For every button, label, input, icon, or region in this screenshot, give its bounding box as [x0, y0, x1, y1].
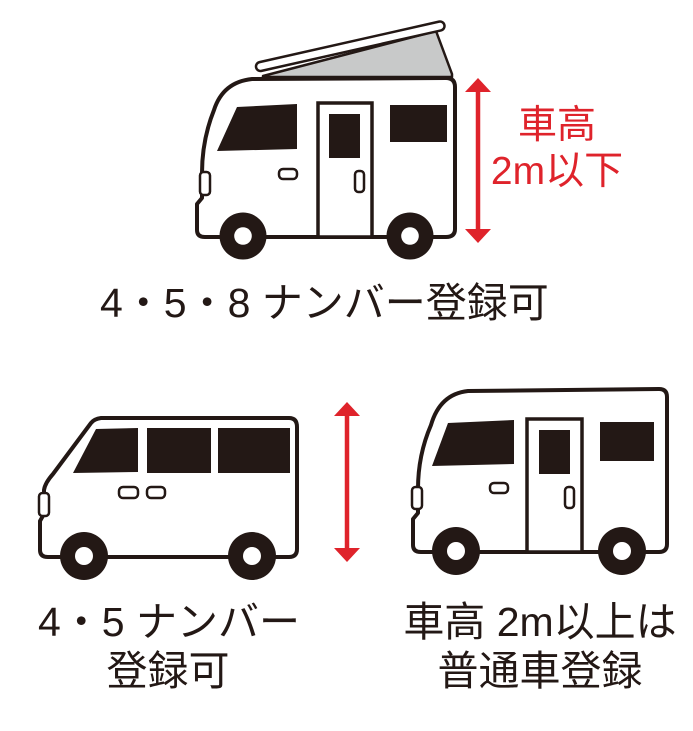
height-limit-label: 車高 2m以下 — [469, 103, 645, 195]
bottom-left-caption-line1: 4・5 ナンバー — [38, 599, 300, 645]
height-arrow-icon — [465, 78, 491, 243]
top-caption: 4・5・8 ナンバー登録可 — [100, 280, 549, 326]
bottom-right-caption: 車高 2m以上は 普通車登録 — [398, 598, 682, 696]
front-wheel-hub — [75, 547, 93, 565]
rear-window — [390, 105, 447, 142]
bottom-left-caption-line2: 登録可 — [106, 648, 230, 694]
front-wheel-hub — [234, 227, 252, 245]
door-handle — [563, 485, 576, 510]
side-window — [147, 428, 211, 473]
windshield — [217, 104, 297, 151]
bottom-right-caption-line2: 普通車登録 — [437, 648, 643, 694]
popup-roof-lid — [254, 20, 446, 73]
rear-wheel-hub — [613, 542, 631, 560]
rear-window — [600, 422, 654, 461]
bottom-left-caption: 4・5 ナンバー 登録可 — [38, 598, 300, 696]
arrow-head-down — [465, 229, 491, 243]
arrow-head-up — [334, 402, 360, 416]
height-limit-line1: 車高 — [517, 104, 596, 147]
door-window — [329, 114, 360, 158]
side-window — [218, 428, 290, 473]
door-window — [539, 430, 570, 474]
height-limit-line2: 2m以下 — [490, 150, 624, 193]
bottom-right-caption-line1: 車高 2m以上は — [403, 599, 677, 645]
cab-door-handle — [488, 481, 510, 495]
arrow-head-up — [465, 78, 491, 92]
van-illustration — [37, 416, 299, 580]
door-handle — [117, 485, 140, 500]
windshield — [432, 420, 514, 466]
popup-camper-illustration — [195, 20, 457, 260]
cab-door-handle — [277, 167, 299, 181]
camper-illustration — [410, 387, 669, 575]
front-wheel-hub — [447, 542, 465, 560]
front-marker-light — [410, 485, 424, 511]
door-handle — [353, 169, 366, 194]
front-marker-light — [198, 170, 212, 197]
door-handle — [145, 485, 167, 500]
height-arrow-icon — [334, 402, 360, 562]
rear-wheel-hub — [243, 547, 261, 565]
front-marker-light — [37, 491, 51, 518]
rear-wheel-hub — [401, 227, 419, 245]
arrow-head-down — [334, 548, 360, 562]
windshield — [73, 428, 138, 473]
